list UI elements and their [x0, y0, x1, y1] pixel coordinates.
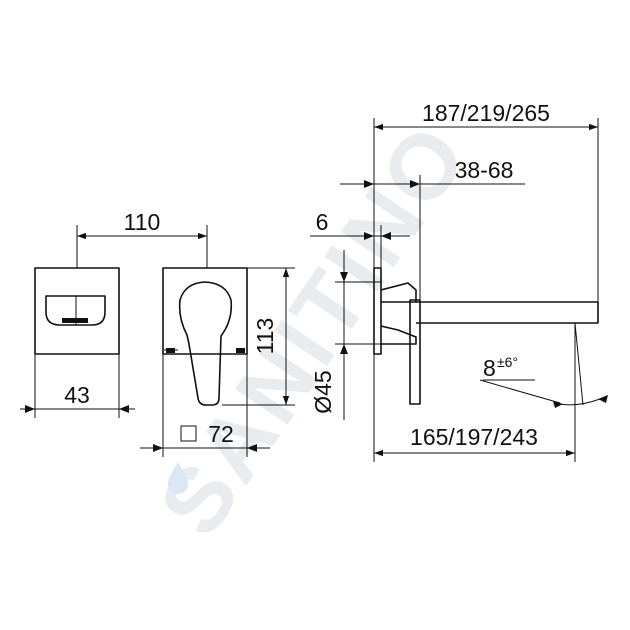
- watermark-drop-icon: [168, 462, 188, 494]
- watermark-text: SANITINO: [140, 105, 488, 553]
- angle-flow-line: [574, 322, 584, 406]
- front-width-label: 110: [124, 209, 161, 235]
- plate-thickness-arrow-right: [381, 232, 391, 240]
- plate-thickness-label: 6: [316, 209, 329, 235]
- front-view: 110 113 72: [76, 209, 295, 457]
- side-body-bottom: [380, 325, 417, 345]
- adjust-label: 38-68: [455, 157, 514, 183]
- rear-plate-arrow-right: [119, 405, 129, 413]
- front-plate-outline: [162, 267, 248, 355]
- angle-arrow-right: [598, 395, 608, 403]
- plate-notch-right: [236, 348, 245, 353]
- diameter-label: Ø45: [310, 370, 336, 413]
- diameter-arrow-top: [340, 272, 348, 282]
- total-length-label: 187/219/265: [422, 100, 550, 126]
- rear-plate-width-label: 43: [64, 382, 90, 408]
- adjust-arrow-right: [410, 180, 420, 188]
- front-height-label: 113: [252, 318, 278, 355]
- side-body-top: [380, 282, 417, 303]
- watermark: SANITINO: [140, 105, 488, 553]
- diameter-arrow-bottom: [340, 344, 348, 354]
- rear-plate-arrow-left: [25, 405, 35, 413]
- front-square-label: 72: [208, 421, 234, 447]
- side-view: 187/219/265 38-68 6 Ø45 165/197/243 8 ±6…: [310, 100, 608, 462]
- front-bottom-arrow-left: [153, 444, 163, 452]
- lever-handle: [178, 281, 233, 406]
- plate-thickness-arrow-left: [364, 232, 374, 240]
- side-lever: [409, 299, 421, 405]
- angle-arrow-left: [553, 401, 563, 408]
- rear-plate-slot: [62, 318, 88, 323]
- rear-plate-view: 43: [20, 267, 135, 418]
- front-bottom-arrow-right: [247, 444, 257, 452]
- plate-notch-left: [166, 348, 175, 353]
- angle-arc: [559, 398, 601, 406]
- square-symbol-icon: [180, 425, 197, 442]
- angle-label: 8: [483, 355, 496, 381]
- spout-length-label: 165/197/243: [410, 424, 538, 450]
- angle-leader: [479, 379, 561, 404]
- rear-plate-outline: [34, 267, 120, 355]
- rear-plate-cutout: [45, 295, 106, 326]
- adjust-arrow-left: [364, 180, 374, 188]
- angle-tolerance-label: ±6°: [497, 354, 518, 370]
- side-spout: [416, 301, 599, 324]
